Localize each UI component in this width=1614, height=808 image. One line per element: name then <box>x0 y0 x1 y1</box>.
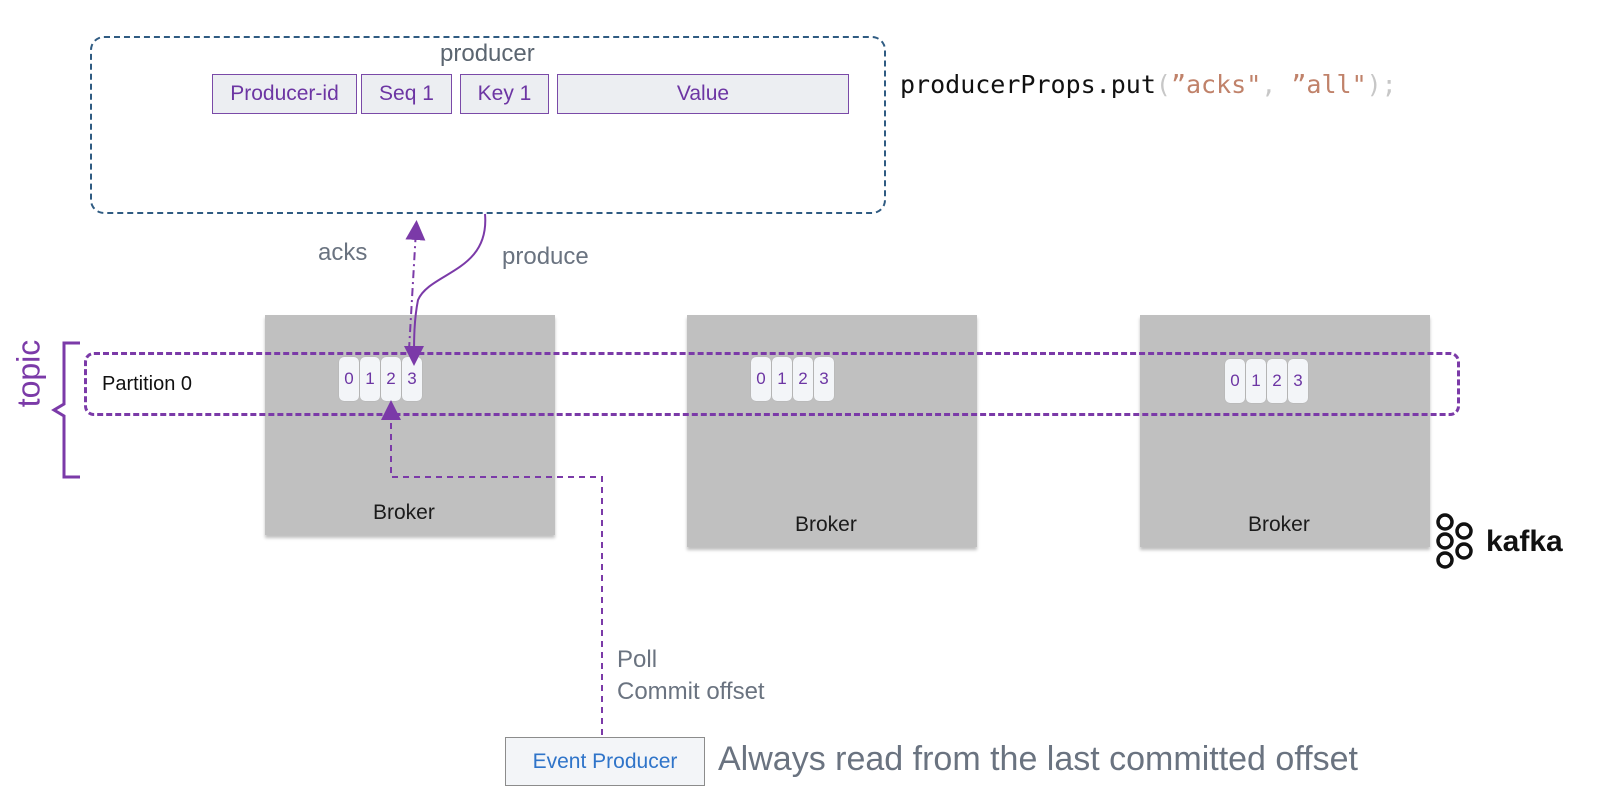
offset-cell: 2 <box>793 357 813 401</box>
code-call: producerProps.put <box>900 70 1156 99</box>
kafka-logo-text: kafka <box>1486 525 1563 558</box>
poll-connector <box>381 400 603 735</box>
record-field-value: Value <box>557 74 849 114</box>
code-close: ); <box>1366 70 1397 99</box>
topic-brace <box>51 341 80 479</box>
broker-label: Broker <box>795 513 857 536</box>
code-arg-acks: ”acks" <box>1170 70 1262 99</box>
acks-label: acks <box>318 239 368 266</box>
broker-label: Broker <box>1248 513 1310 536</box>
record-field-producer-id: Producer-id <box>212 74 357 114</box>
partition-outline <box>84 352 1460 416</box>
offset-cell: 3 <box>1288 359 1308 403</box>
kafka-logo-icon <box>1436 513 1473 569</box>
poll-label: Poll <box>617 646 658 673</box>
producer-box <box>90 36 886 214</box>
code-separator: , <box>1261 70 1292 99</box>
offset-cells-broker-3: 0 1 2 3 <box>1225 359 1308 403</box>
offset-cell: 3 <box>402 357 422 401</box>
acks-arrow <box>405 220 426 351</box>
offset-cell: 3 <box>814 357 834 401</box>
offset-cell: 1 <box>772 357 792 401</box>
offset-cell: 2 <box>1267 359 1287 403</box>
produce-label: produce <box>502 243 589 270</box>
offset-cell: 0 <box>339 357 359 401</box>
offset-cell: 1 <box>360 357 380 401</box>
offset-cell: 1 <box>1246 359 1266 403</box>
record-field-key: Key 1 <box>460 74 549 114</box>
producer-title: producer <box>440 40 535 67</box>
code-arg-all: ”all" <box>1291 70 1367 99</box>
consumer-note: Always read from the last committed offs… <box>718 740 1358 778</box>
offset-cell: 0 <box>1225 359 1245 403</box>
partition-label: Partition 0 <box>102 373 193 395</box>
commit-offset-label: Commit offset <box>617 678 765 705</box>
produce-arrow <box>404 213 487 366</box>
offset-cells-broker-1: 0 1 2 3 <box>339 357 422 401</box>
offset-cell: 2 <box>381 357 401 401</box>
broker-label: Broker <box>373 501 435 524</box>
record-field-seq: Seq 1 <box>361 74 452 114</box>
code-open-paren: ( <box>1155 70 1171 99</box>
code-snippet: producerProps.put(”acks", ”all"); <box>900 70 1397 99</box>
offset-cell: 0 <box>751 357 771 401</box>
event-producer-box: Event Producer <box>505 737 705 786</box>
offset-cells-broker-2: 0 1 2 3 <box>751 357 834 401</box>
